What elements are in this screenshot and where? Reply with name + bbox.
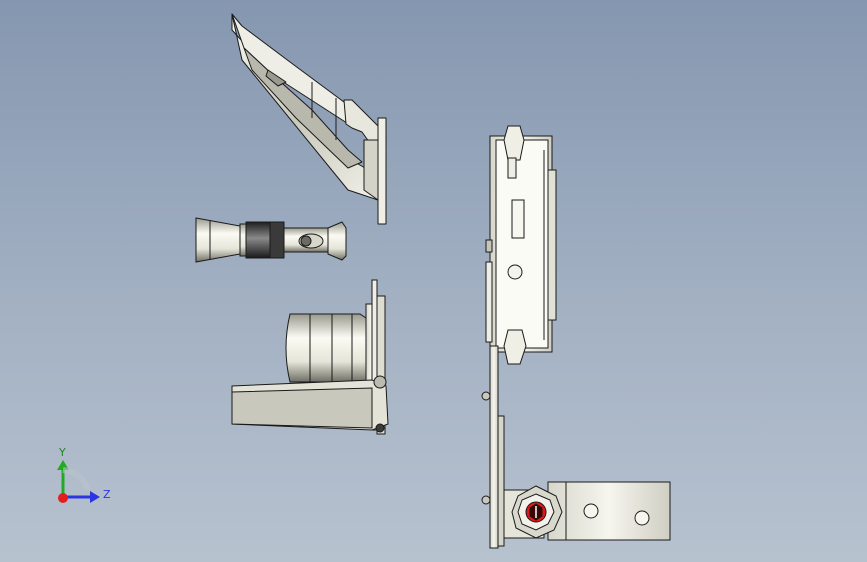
x-axis-dot <box>58 493 68 503</box>
mounting-plate-part[interactable] <box>481 345 671 549</box>
coordinate-triad: Y Z <box>57 446 111 503</box>
hex-knob[interactable] <box>511 485 563 539</box>
y-axis-label: Y <box>58 446 66 459</box>
angled-bracket-part[interactable] <box>231 13 387 225</box>
housing-part[interactable] <box>485 125 557 365</box>
z-axis-label: Z <box>103 488 111 501</box>
clamp-body-part[interactable] <box>231 279 389 435</box>
pin-assembly-part[interactable] <box>195 217 347 263</box>
